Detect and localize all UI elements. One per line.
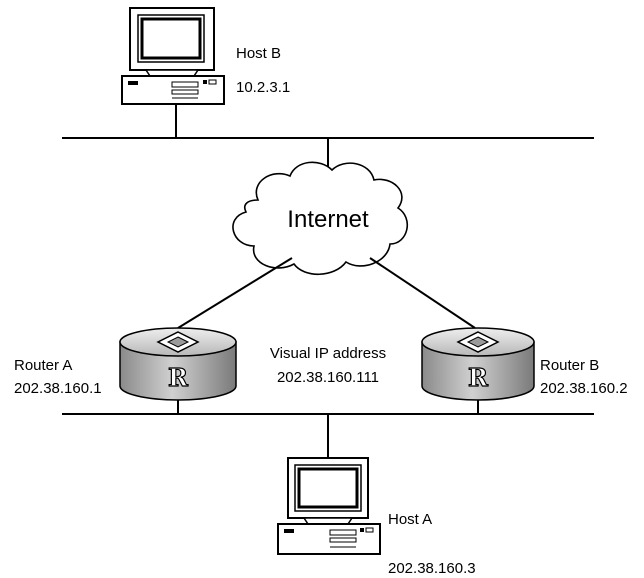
router-icon: R xyxy=(119,327,237,401)
host-b-name: Host B xyxy=(236,45,281,62)
router-a: R Router A 202.38.160.1 xyxy=(14,327,237,414)
router-icon: R xyxy=(421,327,535,401)
link-internet-router-b xyxy=(369,257,476,329)
desktop-computer-icon xyxy=(121,7,225,105)
host-a: Host A 202.38.160.3 xyxy=(277,457,476,577)
router-b-logo: R xyxy=(468,363,489,392)
router-a-ip: 202.38.160.1 xyxy=(14,380,102,397)
router-b-ip: 202.38.160.2 xyxy=(540,380,628,397)
internet-cloud: Internet xyxy=(232,161,409,275)
router-b: R Router B 202.38.160.2 xyxy=(421,327,628,414)
router-b-name: Router B xyxy=(540,357,599,374)
router-a-logo: R xyxy=(168,363,189,392)
host-b-ip: 10.2.3.1 xyxy=(236,79,290,96)
host-b: Host B 10.2.3.1 xyxy=(121,7,290,138)
host-a-name: Host A xyxy=(388,511,432,528)
desktop-computer-icon xyxy=(277,457,381,555)
virtual-ip-title: Visual IP address xyxy=(270,345,386,362)
link-internet-router-a xyxy=(177,257,293,329)
cloud-icon xyxy=(232,161,409,275)
virtual-ip-label: Visual IP address 202.38.160.111 xyxy=(270,345,386,386)
host-a-ip: 202.38.160.3 xyxy=(388,560,476,577)
router-a-name: Router A xyxy=(14,357,72,374)
virtual-ip-address: 202.38.160.111 xyxy=(277,369,379,386)
internet-label: Internet xyxy=(287,206,369,233)
